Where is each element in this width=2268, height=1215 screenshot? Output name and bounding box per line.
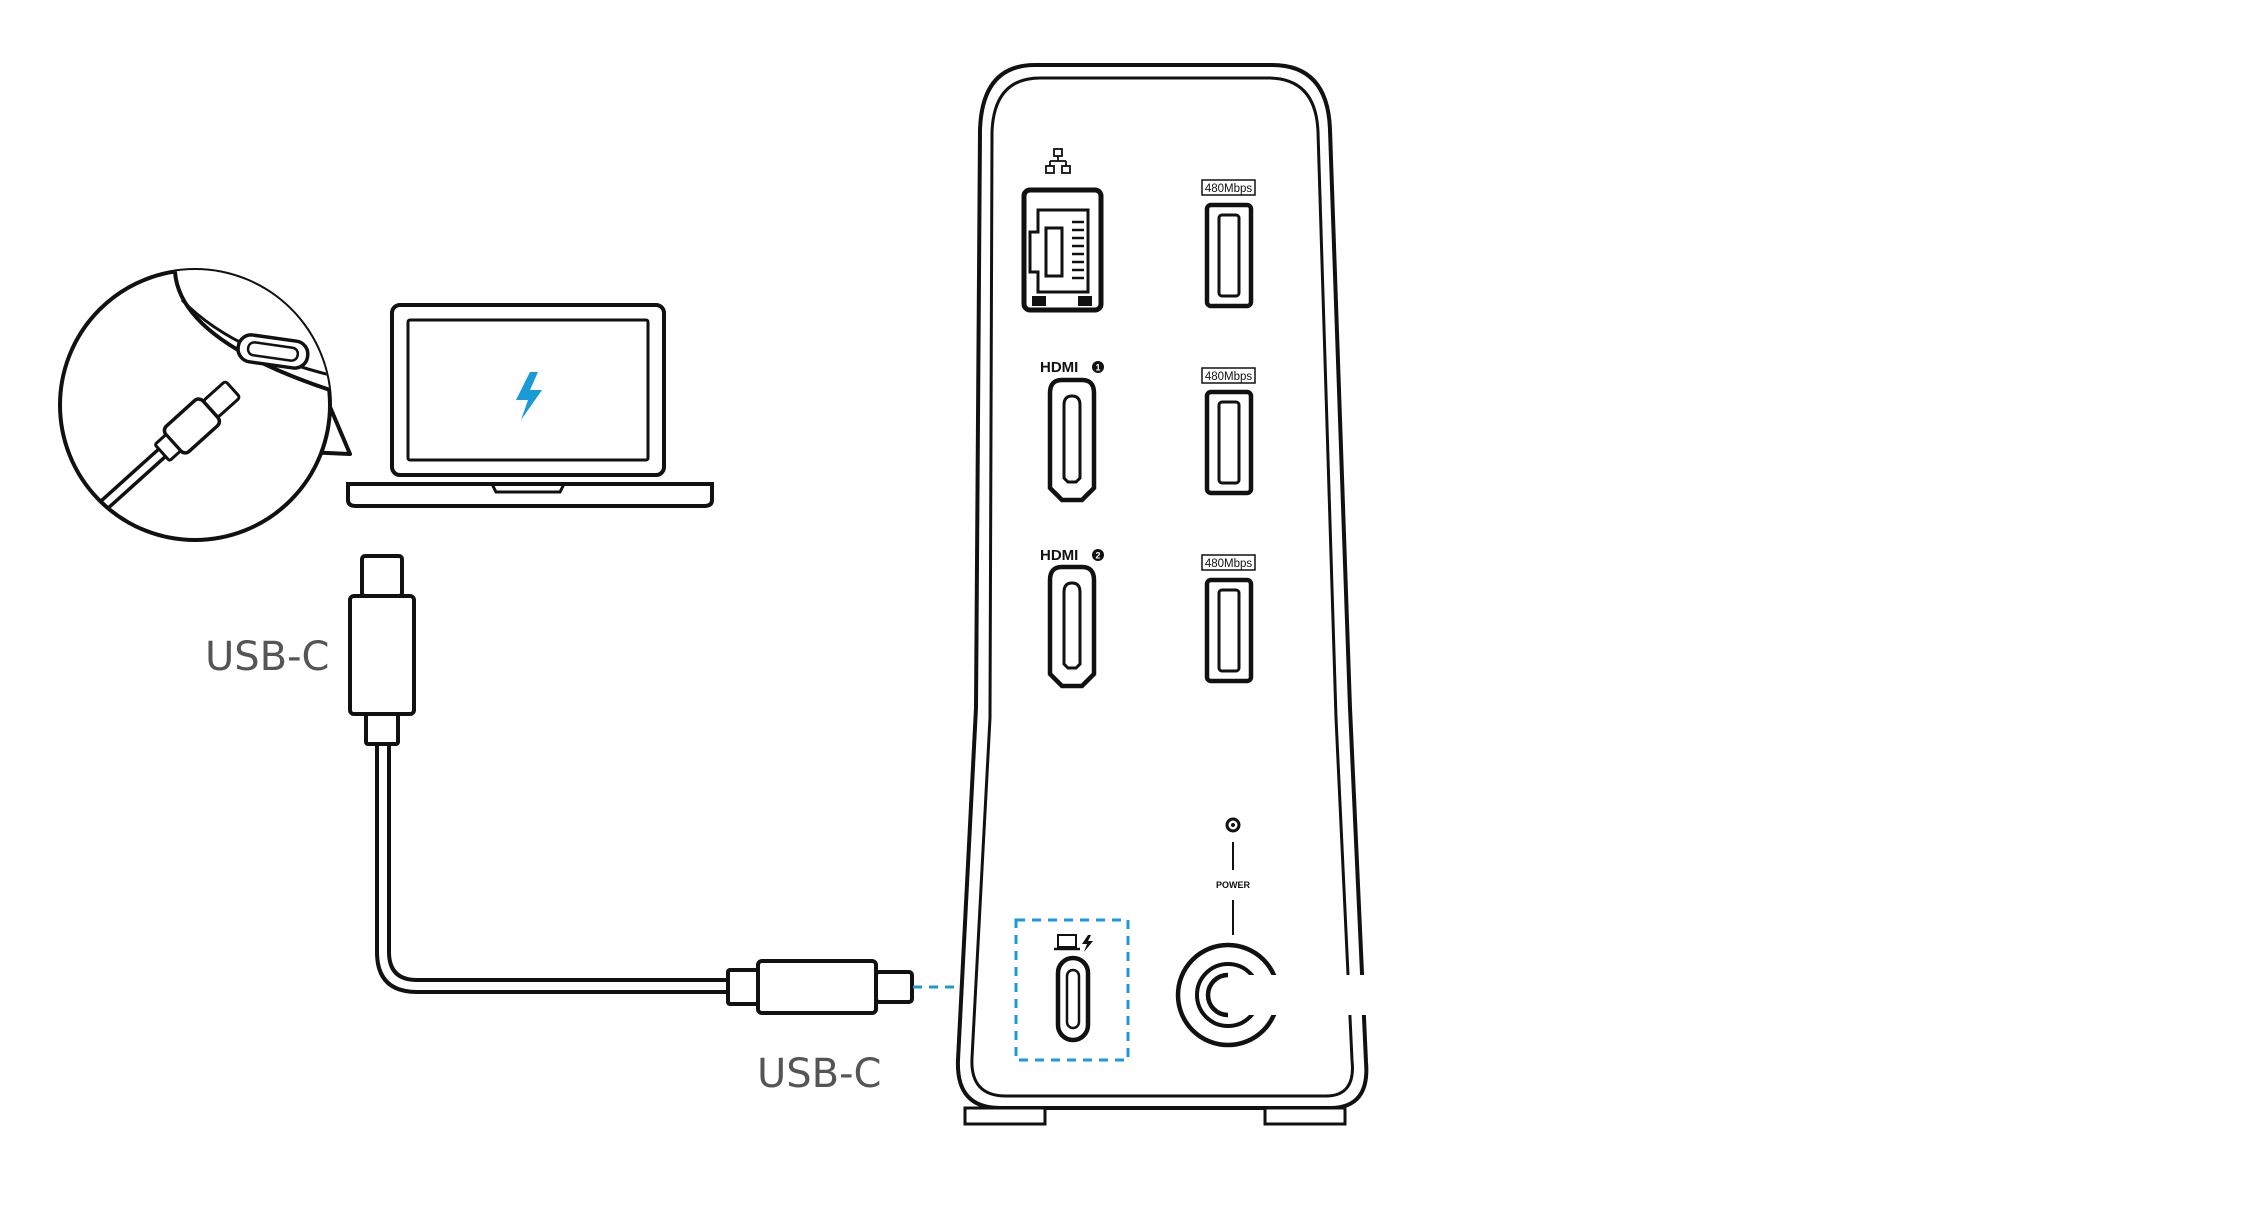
power-label: POWER [1216,880,1251,890]
charging-bolt-icon [516,372,542,420]
charging-bolt-icon [1082,935,1093,952]
laptop-icon [1054,934,1080,951]
usb-speed-label: 480Mbps [1205,558,1253,570]
hdmi2-port [1047,564,1097,689]
cable-top-label: USB-C [205,634,329,680]
usb-speed-label: 480Mbps [1205,183,1253,195]
docking-station [955,63,1369,1126]
usb-a-port-3: 480Mbps [1201,554,1256,684]
usb-c-port [1055,955,1091,1043]
ethernet-icon [1045,148,1071,174]
usb-a-port-1: 480Mbps [1201,179,1256,309]
usb-speed-label: 480Mbps [1205,371,1253,383]
usb-c-cable [348,554,914,1015]
power-led-icon [1225,817,1241,935]
usb-c-port-highlight [1014,918,1130,1062]
hdmi2-number: 2 [1095,551,1100,561]
hdmi1-label: HDMI [1040,359,1078,376]
hdmi1-number: 1 [1095,363,1100,373]
hdmi2-label: HDMI [1040,547,1078,564]
hdmi1-port [1047,377,1097,503]
cable-bottom-label: USB-C [757,1051,881,1097]
zoom-callout [58,268,352,542]
ethernet-port [1021,187,1104,313]
power-cable [1205,972,1506,1018]
usb-a-port-2: 480Mbps [1201,367,1256,496]
